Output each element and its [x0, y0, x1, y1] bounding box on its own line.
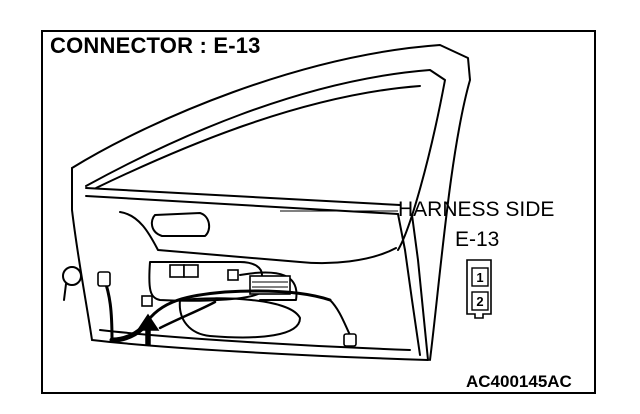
harness-branch [158, 300, 217, 330]
power-window-switch-2 [183, 264, 199, 278]
rear-connector [343, 333, 357, 347]
front-connector [97, 271, 111, 287]
e13-connector [141, 295, 153, 307]
connector-icon: 1 2 [466, 259, 492, 319]
door-rear-edge [397, 213, 421, 356]
power-window-switch-1 [169, 264, 185, 278]
pin-cavity-2 [471, 291, 489, 311]
window-frame-inner-2 [95, 85, 421, 189]
arrow-up-icon [136, 313, 160, 346]
door-pocket [178, 297, 301, 339]
harness-upper [143, 289, 332, 327]
belt-line [85, 187, 401, 206]
door-rear-edge-2 [411, 214, 429, 361]
window-frame-inner [85, 69, 446, 251]
door-front-edge [71, 167, 93, 341]
window-frame-outer [71, 44, 471, 361]
pin-cavity-1 [471, 267, 489, 287]
figure-id: AC400145AC [466, 372, 572, 391]
mirror-connector-boss [62, 266, 82, 286]
trim-top-contour [119, 211, 397, 265]
door-bottom-inner [99, 329, 411, 351]
harness-side-label: HARNESS SIDE [398, 198, 555, 221]
harness-rear-branch [329, 299, 351, 336]
page-title: CONNECTOR : E-13 [50, 33, 261, 58]
mirror-wire [63, 283, 67, 301]
harness-connector-id: E-13 [455, 228, 500, 251]
armrest-grille [249, 275, 291, 295]
door-handle-recess [150, 212, 211, 237]
door-bottom-edge [91, 339, 429, 361]
pin-1-label: 1 [476, 270, 483, 285]
lock-switch [227, 269, 239, 281]
pin-2-label: 2 [476, 294, 483, 309]
